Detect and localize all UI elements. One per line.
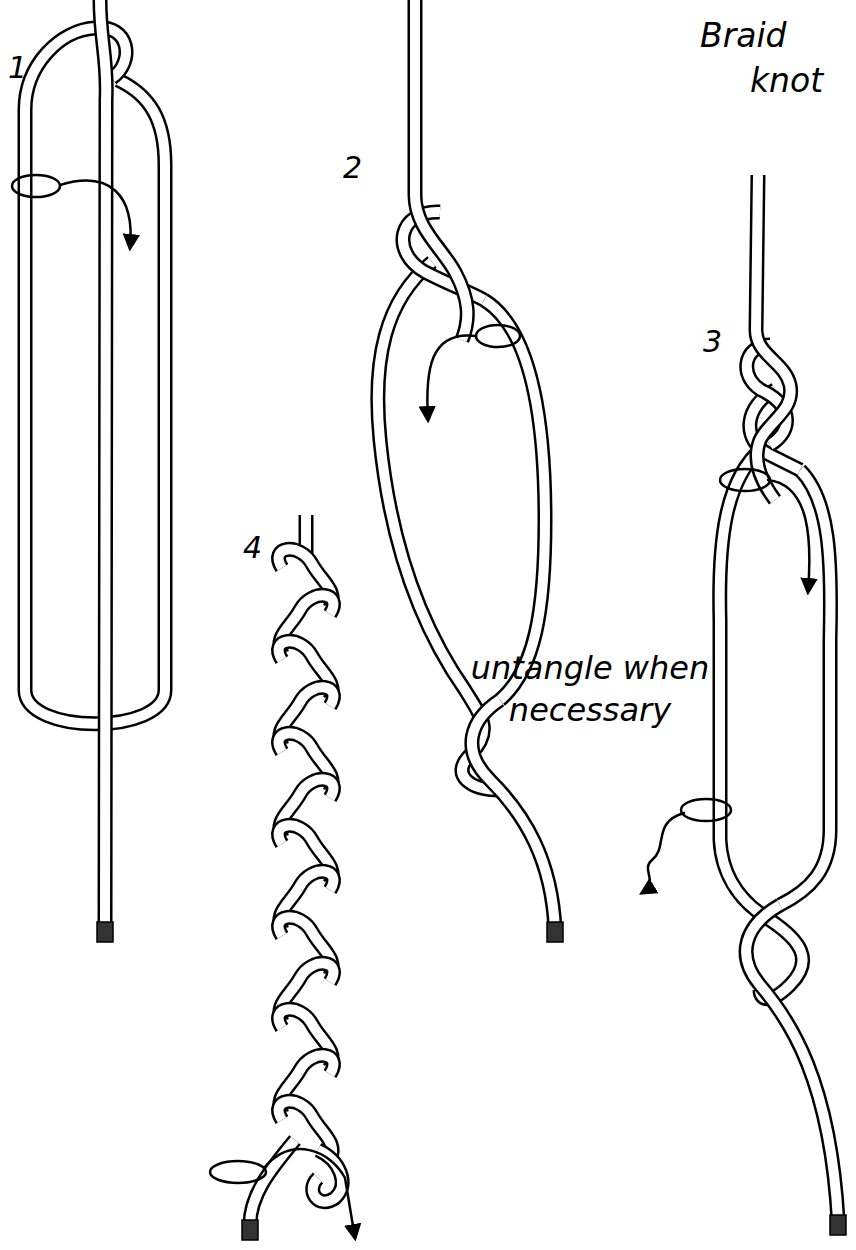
rope-part: [830, 1215, 846, 1235]
rope-part: [547, 922, 563, 942]
step-number: 4: [243, 528, 262, 567]
rope-part: [12, 175, 60, 197]
rope-part: [415, 0, 467, 340]
rope-part: [264, 1149, 355, 1238]
step-number: 2: [343, 148, 362, 187]
rope-part: [97, 922, 113, 942]
rope-part: [242, 1220, 258, 1240]
rope-part: [681, 799, 731, 821]
rope-part: [210, 1161, 266, 1183]
rope-outline: [756, 175, 791, 500]
rope-part: [476, 325, 520, 347]
rope-part: [427, 335, 476, 420]
rope-outline: [100, 0, 106, 930]
rope-step-2: [378, 0, 563, 942]
rope-part: [780, 470, 831, 905]
rope-step-4: [279, 515, 334, 1160]
rope-part: [484, 300, 545, 700]
rope-outline: [415, 0, 467, 340]
rope-part: [250, 1140, 295, 1225]
rope-step-3: [642, 175, 846, 1235]
rope-part: [100, 0, 106, 930]
title: Braid knot: [700, 14, 850, 103]
rope-outline: [472, 700, 555, 930]
rope-outline: [484, 300, 545, 700]
rope-outline: [25, 28, 165, 724]
rope-part: [25, 28, 165, 724]
rope-part: [756, 175, 791, 500]
rope-step-1: [12, 0, 165, 942]
rope-part: [472, 700, 555, 930]
step-number: 1: [8, 48, 27, 87]
rope-part: [768, 480, 809, 592]
note: untangle when necessary: [470, 648, 710, 731]
rope-outline: [746, 905, 838, 1220]
rope-part: [720, 469, 770, 491]
rope-part: [642, 813, 684, 893]
rope-step-4-end: [210, 1140, 355, 1240]
rope-part: [746, 905, 838, 1220]
rope-part: [60, 181, 131, 248]
rope-outline: [780, 470, 831, 905]
step-number: 3: [703, 322, 722, 361]
rope-outline: [250, 1140, 295, 1225]
